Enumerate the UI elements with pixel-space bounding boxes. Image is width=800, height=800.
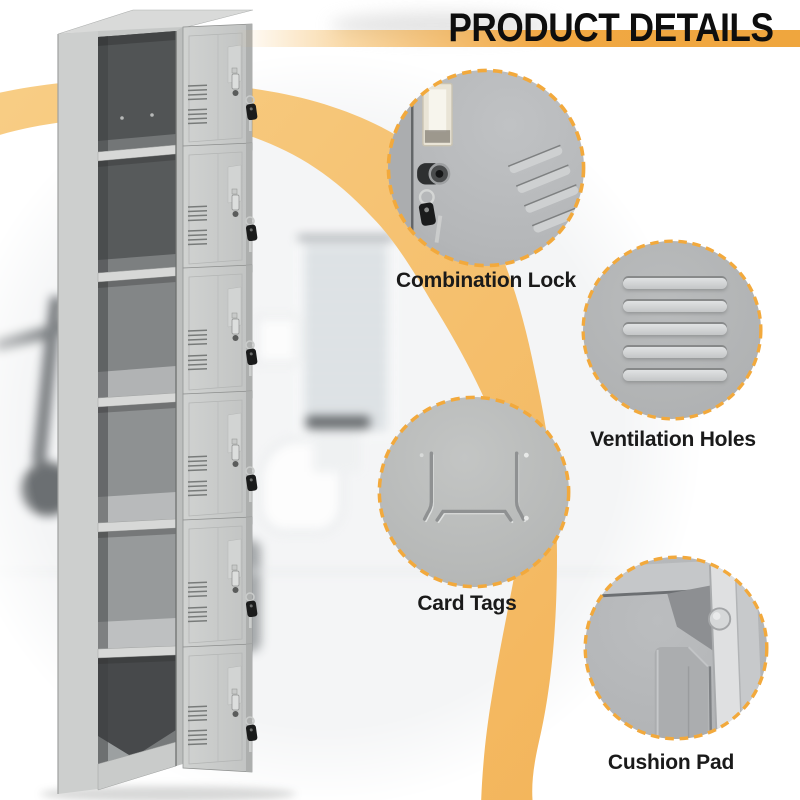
vent-slat	[623, 278, 727, 289]
stool-legs	[313, 430, 361, 472]
dashed-ring	[583, 555, 769, 741]
ventilation-holes-photo	[583, 241, 761, 419]
floor-line	[0, 570, 715, 573]
cushion-pad-photo	[585, 557, 767, 739]
callout-card-tags	[376, 394, 572, 590]
callout-label-combination-lock: Combination Lock	[396, 269, 576, 292]
combination-lock-photo	[388, 70, 584, 266]
callout-label-cushion-pad: Cushion Pad	[607, 751, 735, 774]
yellow-swoosh	[0, 79, 557, 800]
dashed-ring	[581, 239, 763, 421]
picture-frame	[256, 316, 298, 364]
vent-slat	[623, 370, 727, 381]
card-tag-slot-photo	[379, 397, 569, 587]
callout-cushion-pad	[582, 554, 770, 742]
callout-combination-lock	[385, 67, 587, 269]
callout-label-ventilation-holes: Ventilation Holes	[590, 428, 756, 451]
vent-slat	[623, 324, 727, 335]
callout-ventilation-holes	[580, 238, 764, 422]
stool	[306, 416, 370, 429]
title-accent-bar	[235, 30, 800, 47]
callout-label-card-tags: Card Tags	[417, 592, 517, 615]
lock-and-keys-graphic	[388, 70, 584, 266]
locker-doors	[182, 23, 259, 773]
vent-slat	[623, 301, 727, 312]
cushion-pad-graphic	[585, 557, 764, 739]
vent-slat	[623, 347, 727, 358]
page-title: PRODUCT DETAILS	[448, 6, 775, 50]
locker-illustration	[40, 9, 296, 800]
dashed-ring	[386, 68, 586, 268]
card-tag-holder-graphic	[419, 451, 529, 524]
dashed-ring	[377, 395, 571, 589]
